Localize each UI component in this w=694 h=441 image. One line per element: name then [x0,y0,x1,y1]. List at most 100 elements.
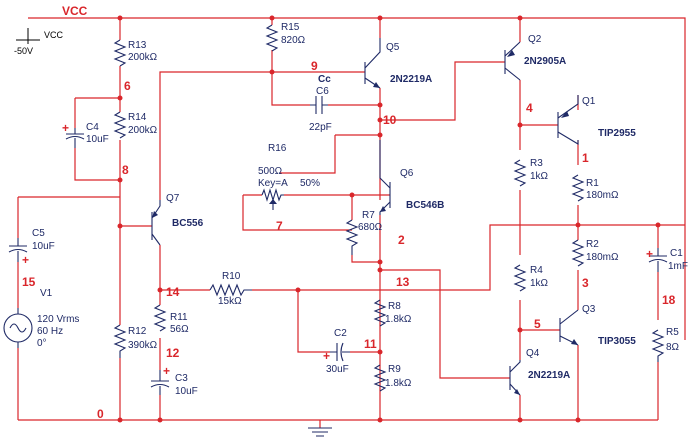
potentiometer-r16 [261,188,284,210]
node-9: 9 [311,59,318,73]
q7-name: Q7 [166,193,180,204]
node-6: 6 [124,79,131,93]
r16-key: Key=A [258,178,288,189]
node-15: 15 [22,275,36,289]
q6-name: Q6 [400,168,414,179]
c3-plus: + [163,364,170,378]
c6-value: 22pF [309,122,332,133]
resistor-r7 [345,219,359,255]
resistor-r3 [513,159,527,187]
node-2: 2 [398,233,405,247]
r16-value: 500Ω [258,166,283,177]
node-3: 3 [582,276,589,290]
transistor-q4 [509,360,521,396]
v1-line2: 60 Hz [37,326,63,337]
resistor-r11 [153,304,167,332]
q4-name: Q4 [526,348,540,359]
c3-value: 10uF [175,386,198,397]
v1-name: V1 [40,288,53,299]
r11-name: R11 [170,312,188,323]
r16-percent: 50% [300,178,320,189]
resistor-r1 [571,174,585,202]
c3-name: C3 [175,373,188,384]
r3-value: 1kΩ [530,171,549,182]
ground-symbol [308,427,332,437]
transistor-q7 [151,200,161,246]
capacitor-c4 [65,128,85,148]
v1-line1: 120 Vrms [37,314,79,325]
q2-name: Q2 [528,34,542,45]
vcc-net-label: VCC [62,4,88,18]
resistor-r12 [113,324,127,358]
transistor-q3 [559,309,579,346]
r9-name: R9 [388,364,401,375]
capacitor-c5 [8,238,28,262]
r5-name: R5 [666,327,679,338]
resistor-r5 [651,329,665,362]
resistor-r2 [571,239,585,267]
c6-tag: Cc [318,74,331,85]
r13-name: R13 [128,40,147,51]
q4-part: 2N2219A [528,370,570,381]
r9-value: 1.8kΩ [385,378,412,389]
capacitor-c6 [310,96,328,114]
resistor-r10 [209,283,252,297]
c5-name: C5 [32,228,45,239]
capacitor-c2 [330,342,350,362]
c5-plus: + [22,253,29,267]
q6-part: BC546B [406,200,444,211]
wires [17,17,686,428]
r12-value: 390kΩ [128,340,158,351]
r4-name: R4 [530,265,543,276]
c1-name: C1 [670,248,683,259]
node-5: 5 [534,317,541,331]
q3-part: TIP3055 [598,336,636,347]
node-4: 4 [526,101,533,115]
resistor-r4 [513,264,527,292]
q1-part: TIP2955 [598,128,636,139]
c2-name: C2 [334,328,347,339]
v1-line3: 0° [37,338,47,349]
vcc-source-value: -50V [14,46,33,56]
c2-plus: + [323,349,330,363]
c4-plus: + [62,121,69,135]
node-14: 14 [166,285,180,299]
r15-name: R15 [281,22,300,33]
c1-value: 1mF [668,261,688,272]
capacitor-c1 [648,248,668,272]
r2-value: 180mΩ [586,252,619,263]
c4-value: 10uF [86,134,109,145]
r10-name: R10 [222,271,241,282]
r1-name: R1 [586,178,599,189]
r13-value: 200kΩ [128,52,158,63]
r14-value: 200kΩ [128,125,158,136]
node-11: 11 [364,337,377,351]
resistor-r8 [373,299,387,327]
transistor-q2 [504,41,521,81]
c5-value: 10uF [32,241,55,252]
node-1: 1 [582,151,589,165]
node-13: 13 [396,275,410,289]
transistor-q5 [364,38,381,89]
node-8: 8 [122,163,129,177]
vcc-source-name: VCC [44,30,64,40]
c4-name: C4 [86,122,99,133]
r1-value: 180mΩ [586,190,619,201]
c2-value: 30uF [326,364,349,375]
r4-value: 1kΩ [530,278,549,289]
resistor-r14 [113,111,127,139]
q3-name: Q3 [582,304,596,315]
node-0: 0 [97,407,104,421]
q1-name: Q1 [582,96,596,107]
c1-plus: + [646,247,653,261]
node-12: 12 [166,346,180,360]
node-7: 7 [276,219,283,233]
r2-name: R2 [586,239,599,250]
capacitor-c3 [150,370,170,395]
r8-value: 1.8kΩ [385,314,412,325]
transistor-q6 [379,140,391,215]
r14-name: R14 [128,112,147,123]
q2-part: 2N2905A [524,56,566,67]
